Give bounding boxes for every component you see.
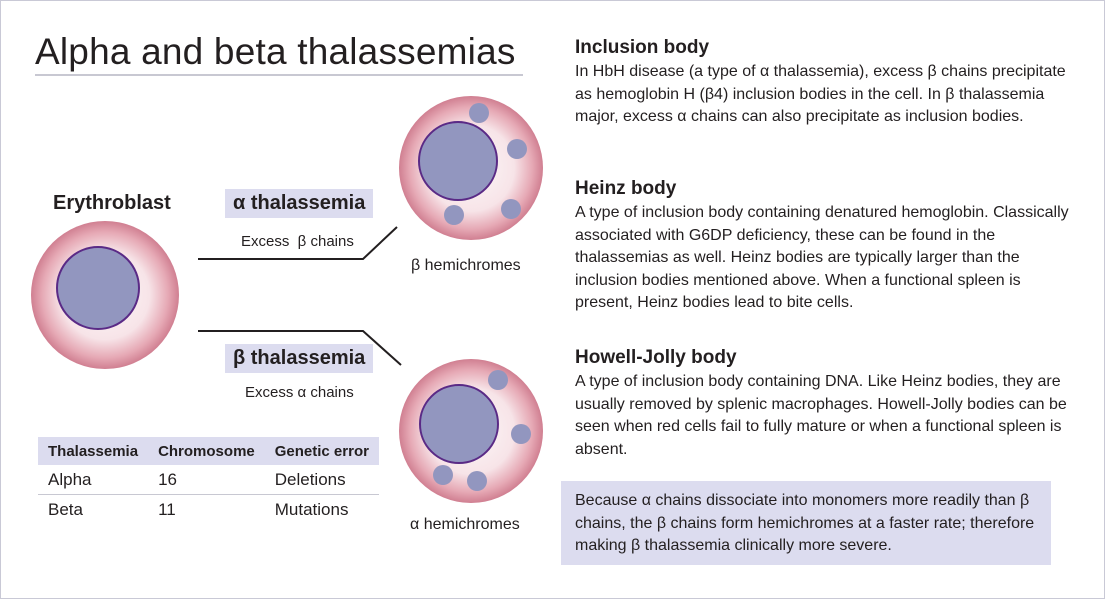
table-cell: Beta [48, 500, 83, 519]
alpha-excess-label: Excess β chains [241, 233, 354, 250]
table-cell: 11 [158, 500, 176, 519]
erythroblast-nucleus [56, 246, 140, 330]
erythroblast-label: Erythroblast [53, 192, 171, 214]
table-header: Chromosome [148, 437, 265, 465]
section-text: In HbH disease (a type of α thalassemia)… [575, 63, 1066, 125]
inclusion-body [469, 103, 489, 123]
table-header-row: Thalassemia Chromosome Genetic error [38, 437, 379, 465]
alpha-hemichromes-cell [399, 359, 543, 503]
title-underline [35, 74, 523, 76]
inclusion-body [488, 370, 508, 390]
connector-alpha [198, 226, 398, 260]
severity-note: Because α chains dissociate into monomer… [561, 481, 1051, 565]
inclusion-body-section: Inclusion body In HbH disease (a type of… [575, 37, 1075, 129]
table-cell: Alpha [38, 465, 149, 495]
section-heading: Heinz body [575, 178, 677, 199]
connector-beta [198, 330, 402, 366]
inclusion-body [511, 424, 531, 444]
cell-nucleus [419, 384, 499, 464]
alpha-hemichromes-label: α hemichromes [410, 516, 520, 533]
table-row: Beta 11 Mutations [38, 495, 379, 525]
table-header: Thalassemia [38, 437, 149, 465]
table-cell: Mutations [274, 500, 349, 519]
inclusion-body [467, 471, 487, 491]
page-title: Alpha and beta thalassemias [35, 31, 516, 72]
inclusion-body [444, 205, 464, 225]
beta-thalassemia-label: β thalassemia [225, 344, 374, 373]
beta-excess-label: Excess α chains [245, 384, 354, 401]
section-text: A type of inclusion body containing DNA.… [575, 373, 1067, 458]
table-header: Genetic error [264, 437, 379, 465]
alpha-thalassemia-label: α thalassemia [225, 189, 374, 218]
section-heading: Inclusion body [575, 37, 710, 58]
inclusion-body [433, 465, 453, 485]
inclusion-body [501, 199, 521, 219]
table-cell: Deletions [264, 465, 379, 495]
thalassemia-table: Thalassemia Chromosome Genetic error Alp… [38, 437, 379, 524]
table-cell: 16 [148, 465, 265, 495]
heinz-body-section: Heinz body A type of inclusion body cont… [575, 178, 1075, 315]
howell-jolly-section: Howell-Jolly body A type of inclusion bo… [575, 347, 1075, 461]
section-heading: Howell-Jolly body [575, 347, 737, 368]
inclusion-body [507, 139, 527, 159]
beta-hemichromes-label: β hemichromes [411, 257, 521, 274]
erythroblast-cell [31, 221, 179, 369]
cell-nucleus [418, 121, 498, 201]
section-text: A type of inclusion body containing dena… [575, 204, 1069, 311]
table-row: Alpha 16 Deletions [38, 465, 379, 495]
beta-hemichromes-cell [399, 96, 543, 240]
